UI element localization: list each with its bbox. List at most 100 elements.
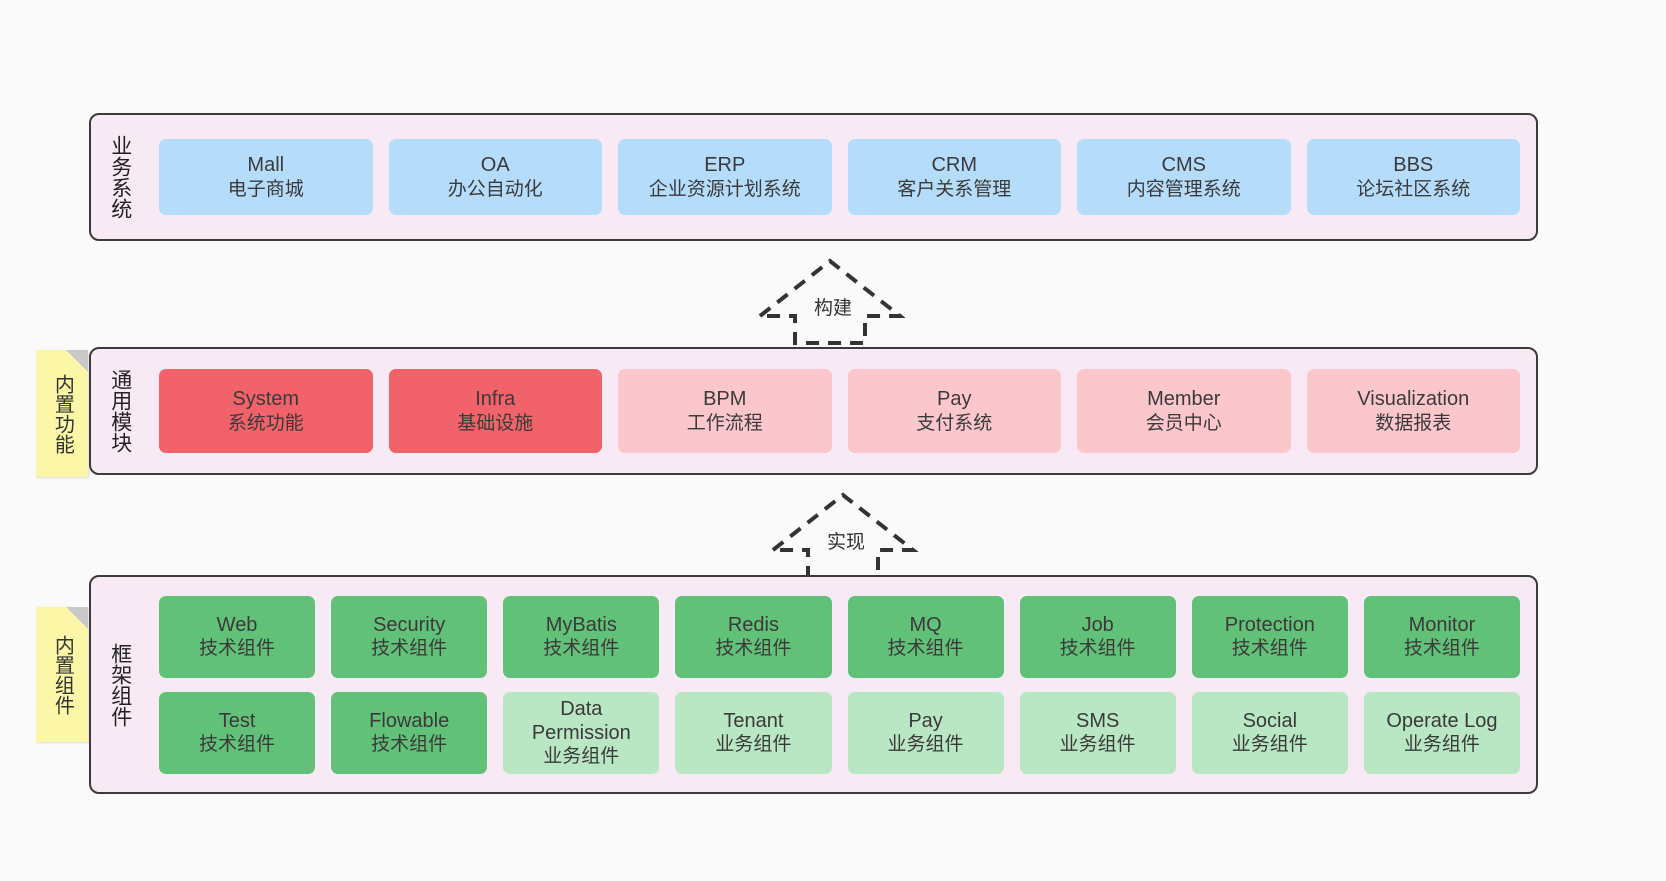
layer-body-framework: Web 技术组件 Security 技术组件 MyBatis 技术组件 Redi… (143, 577, 1536, 792)
card-subtitle: 数据报表 (1375, 412, 1452, 434)
card-subtitle: 业务组件 (543, 746, 620, 768)
card-subtitle: 内容管理系统 (1126, 178, 1241, 200)
card-title: Pay (937, 388, 972, 411)
sticky-note-builtin-features: 内置功能 (36, 350, 88, 477)
card-title: Test (218, 709, 256, 732)
card-title: Mall (247, 154, 285, 177)
card-subtitle: 技术组件 (199, 734, 276, 756)
layer-body-business: Mall 电子商城 OA 办公自动化 ERP 企业资源计划系统 CRM 客户关系… (143, 115, 1536, 239)
card-visualization[interactable]: Visualization 数据报表 (1306, 369, 1520, 453)
card-test[interactable]: Test 技术组件 (159, 691, 316, 774)
card-title: Monitor (1408, 613, 1476, 636)
card-subtitle: 业务组件 (887, 734, 964, 756)
card-subtitle: 业务组件 (1059, 734, 1136, 756)
card-operate-log[interactable]: Operate Log 业务组件 (1363, 691, 1520, 774)
sticky-note-label: 内置功能 (51, 373, 74, 454)
connector-build-label: 构建 (814, 298, 853, 319)
card-mq[interactable]: MQ 技术组件 (847, 595, 1004, 678)
card-redis[interactable]: Redis 技术组件 (675, 595, 832, 678)
card-title: BBS (1393, 154, 1434, 177)
card-title: Visualization (1357, 388, 1470, 411)
layer-title-business: 业务系统 (108, 135, 132, 219)
card-subtitle: 技术组件 (543, 638, 620, 660)
card-job[interactable]: Job 技术组件 (1019, 595, 1176, 678)
card-cms[interactable]: CMS 内容管理系统 (1077, 139, 1291, 215)
card-subtitle: 技术组件 (1403, 638, 1480, 660)
card-flowable[interactable]: Flowable 技术组件 (331, 691, 488, 774)
card-subtitle: 业务组件 (1403, 734, 1480, 756)
card-sms[interactable]: SMS 业务组件 (1019, 691, 1176, 774)
layer-business-system: 业务系统 Mall 电子商城 OA 办公自动化 ERP 企业资源计划系统 CRM (89, 113, 1538, 241)
card-title: Web (216, 613, 258, 636)
card-title: Pay (908, 709, 943, 732)
layer-title-framework: 框架组件 (108, 642, 132, 727)
card-subtitle: 支付系统 (916, 412, 993, 434)
card-subtitle: 技术组件 (199, 638, 276, 660)
card-security[interactable]: Security 技术组件 (331, 595, 488, 678)
card-row: Mall 电子商城 OA 办公自动化 ERP 企业资源计划系统 CRM 客户关系… (159, 139, 1520, 215)
card-title: Operate Log (1386, 709, 1498, 732)
card-crm[interactable]: CRM 客户关系管理 (847, 139, 1061, 215)
card-subtitle: 技术组件 (371, 734, 448, 756)
card-title: Data Permission (531, 697, 631, 744)
sticky-fold-icon (66, 607, 88, 629)
card-social[interactable]: Social 业务组件 (1191, 691, 1348, 774)
card-infra[interactable]: Infra 基础设施 (388, 369, 602, 453)
card-member[interactable]: Member 会员中心 (1077, 369, 1291, 453)
card-title: ERP (704, 154, 746, 177)
sticky-fold-icon (66, 350, 88, 372)
card-subtitle: 电子商城 (227, 178, 304, 200)
card-subtitle: 工作流程 (686, 412, 763, 434)
card-title: MyBatis (545, 613, 617, 636)
card-title: Security (373, 613, 446, 636)
connector-implement-arrow-icon (768, 492, 918, 579)
card-subtitle: 技术组件 (715, 638, 792, 660)
card-subtitle: 技术组件 (1231, 638, 1308, 660)
card-subtitle: 会员中心 (1145, 412, 1222, 434)
card-title: BPM (703, 388, 747, 411)
card-mall[interactable]: Mall 电子商城 (159, 139, 373, 215)
card-bpm[interactable]: BPM 工作流程 (618, 369, 832, 453)
card-title: Job (1081, 613, 1114, 636)
card-title: Member (1147, 388, 1221, 411)
connector-build-arrow-icon (755, 258, 905, 345)
card-title: CRM (931, 154, 978, 177)
layer-title-common: 通用模块 (108, 369, 132, 453)
card-subtitle: 办公自动化 (447, 178, 543, 200)
card-pay-component[interactable]: Pay 业务组件 (847, 691, 1004, 774)
card-protection[interactable]: Protection 技术组件 (1191, 595, 1348, 678)
card-subtitle: 论坛社区系统 (1356, 178, 1471, 200)
card-title: SMS (1076, 709, 1120, 732)
connector-implement-label: 实现 (827, 532, 866, 553)
card-title: Protection (1224, 613, 1315, 636)
card-title: System (232, 388, 300, 411)
sticky-note-builtin-components: 内置组件 (36, 607, 88, 742)
layer-body-common: System 系统功能 Infra 基础设施 BPM 工作流程 Pay 支付系统… (143, 349, 1536, 473)
sticky-note-label: 内置组件 (51, 634, 74, 715)
card-subtitle: 技术组件 (371, 638, 448, 660)
card-row: Test 技术组件 Flowable 技术组件 Data Permission … (159, 691, 1520, 774)
card-monitor[interactable]: Monitor 技术组件 (1363, 595, 1520, 678)
card-title: Social (1242, 709, 1298, 732)
card-title: Tenant (723, 709, 784, 732)
card-pay[interactable]: Pay 支付系统 (847, 369, 1061, 453)
card-title: Infra (475, 388, 516, 411)
card-data-permission[interactable]: Data Permission 业务组件 (503, 691, 660, 774)
card-title: Redis (727, 613, 779, 636)
card-mybatis[interactable]: MyBatis 技术组件 (503, 595, 660, 678)
card-tenant[interactable]: Tenant 业务组件 (675, 691, 832, 774)
card-row: System 系统功能 Infra 基础设施 BPM 工作流程 Pay 支付系统… (159, 369, 1520, 453)
card-oa[interactable]: OA 办公自动化 (388, 139, 602, 215)
card-subtitle: 系统功能 (227, 412, 304, 434)
card-bbs[interactable]: BBS 论坛社区系统 (1306, 139, 1520, 215)
card-erp[interactable]: ERP 企业资源计划系统 (618, 139, 832, 215)
card-web[interactable]: Web 技术组件 (159, 595, 316, 678)
card-system[interactable]: System 系统功能 (159, 369, 373, 453)
card-title: Flowable (369, 709, 450, 732)
card-subtitle: 客户关系管理 (897, 178, 1012, 200)
card-subtitle: 企业资源计划系统 (648, 178, 801, 200)
card-subtitle: 业务组件 (715, 734, 792, 756)
card-subtitle: 技术组件 (887, 638, 964, 660)
card-title: CMS (1161, 154, 1206, 177)
